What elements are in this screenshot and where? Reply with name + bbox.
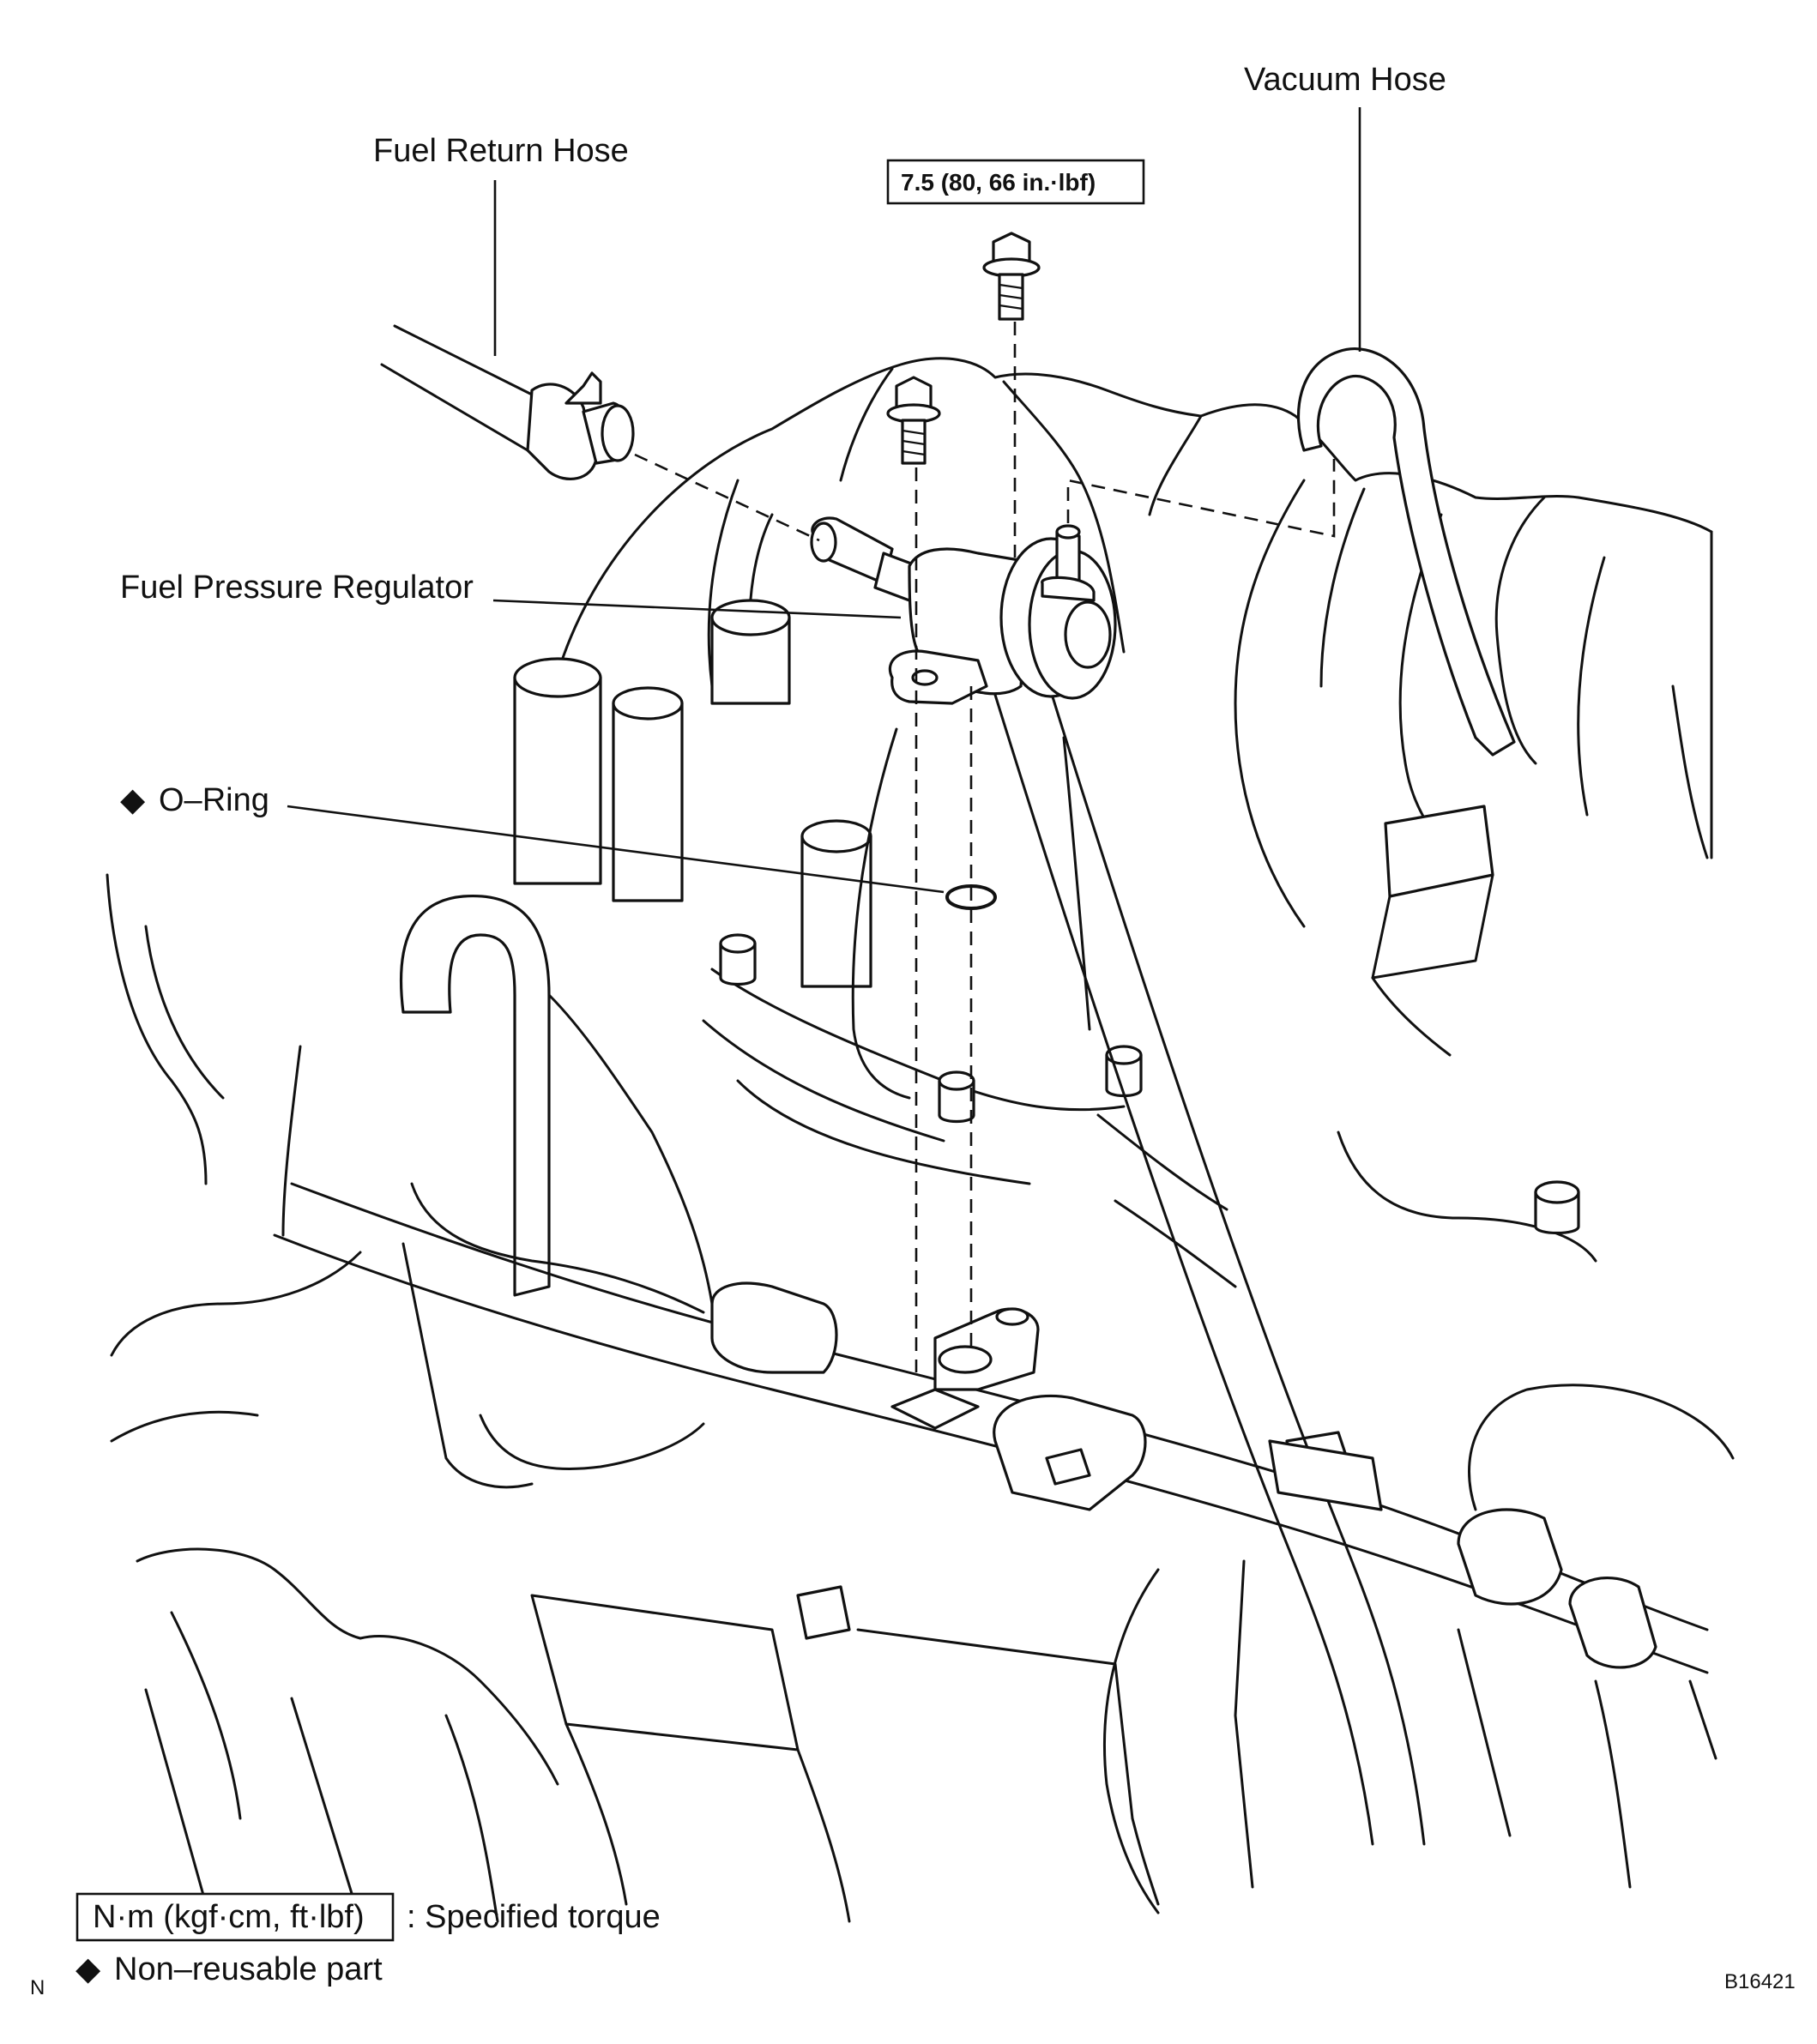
legend-torque-desc: : Specified torque bbox=[407, 1899, 661, 1935]
legend-diamond-icon: ◆ bbox=[75, 1951, 101, 1987]
assembly-lines bbox=[634, 322, 1336, 1372]
leader-lines bbox=[287, 107, 1361, 894]
fuel-pressure-regulator-part bbox=[810, 516, 1117, 705]
vacuum-hose-label: Vacuum Hose bbox=[1244, 62, 1446, 98]
upper-bolt-part bbox=[982, 232, 1041, 321]
lower-bolt-part bbox=[886, 376, 941, 465]
torque-box bbox=[886, 159, 1145, 205]
o-ring-diamond-icon: ◆ bbox=[120, 782, 146, 818]
o-ring-label: O–Ring bbox=[159, 782, 269, 818]
o-ring-part bbox=[945, 884, 997, 910]
fuel-pressure-regulator-label: Fuel Pressure Regulator bbox=[120, 570, 474, 606]
figure-code: B16421 bbox=[1724, 1970, 1796, 1993]
legend-nonreusable-desc: Non–reusable part bbox=[114, 1951, 383, 1987]
legend-torque-box bbox=[75, 1892, 395, 1942]
legend-torque-units: N·m (kgf·cm, ft·lbf) bbox=[93, 1899, 365, 1935]
vacuum-hose-part bbox=[1296, 347, 1516, 757]
torque-spec-label: 7.5 (80, 66 in.·lbf) bbox=[901, 169, 1096, 196]
fuel-return-hose-label: Fuel Return Hose bbox=[373, 133, 629, 169]
corner-mark: N bbox=[30, 1976, 45, 1999]
fuel-return-hose-part bbox=[380, 324, 635, 480]
